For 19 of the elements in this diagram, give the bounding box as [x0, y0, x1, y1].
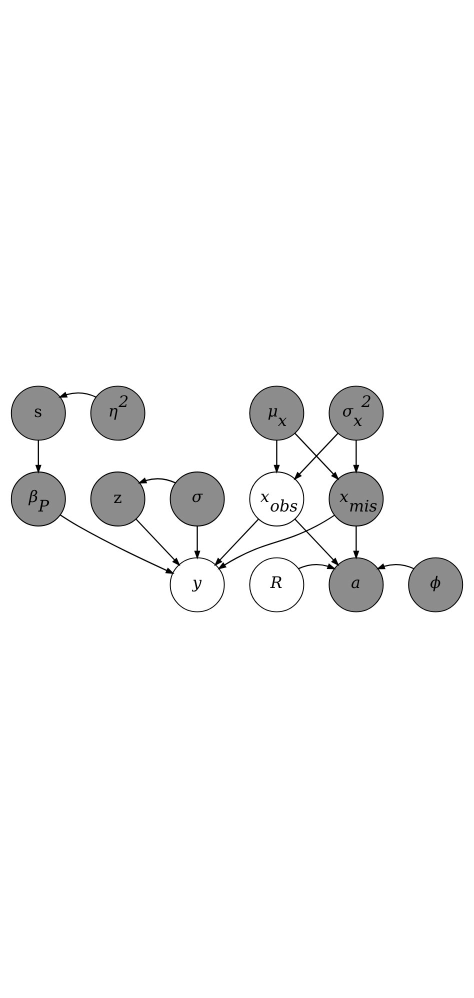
arrow	[294, 518, 340, 566]
arrow	[274, 440, 280, 474]
arrow	[60, 514, 174, 574]
arrow	[218, 514, 335, 570]
arrow	[138, 478, 176, 484]
node-circle: z	[90, 472, 146, 526]
node-circle: σ	[170, 472, 225, 526]
arrow	[298, 563, 336, 570]
arrow	[353, 526, 360, 560]
arrow	[376, 563, 414, 570]
node-circle: s	[10, 386, 66, 441]
arrow	[353, 440, 360, 474]
arrow	[35, 440, 42, 474]
arrow	[136, 518, 180, 566]
arrow	[194, 526, 200, 560]
node-circle: ϕ	[408, 557, 464, 612]
arrow	[214, 518, 259, 566]
arrow	[58, 392, 96, 398]
node-circle: R	[249, 557, 304, 612]
